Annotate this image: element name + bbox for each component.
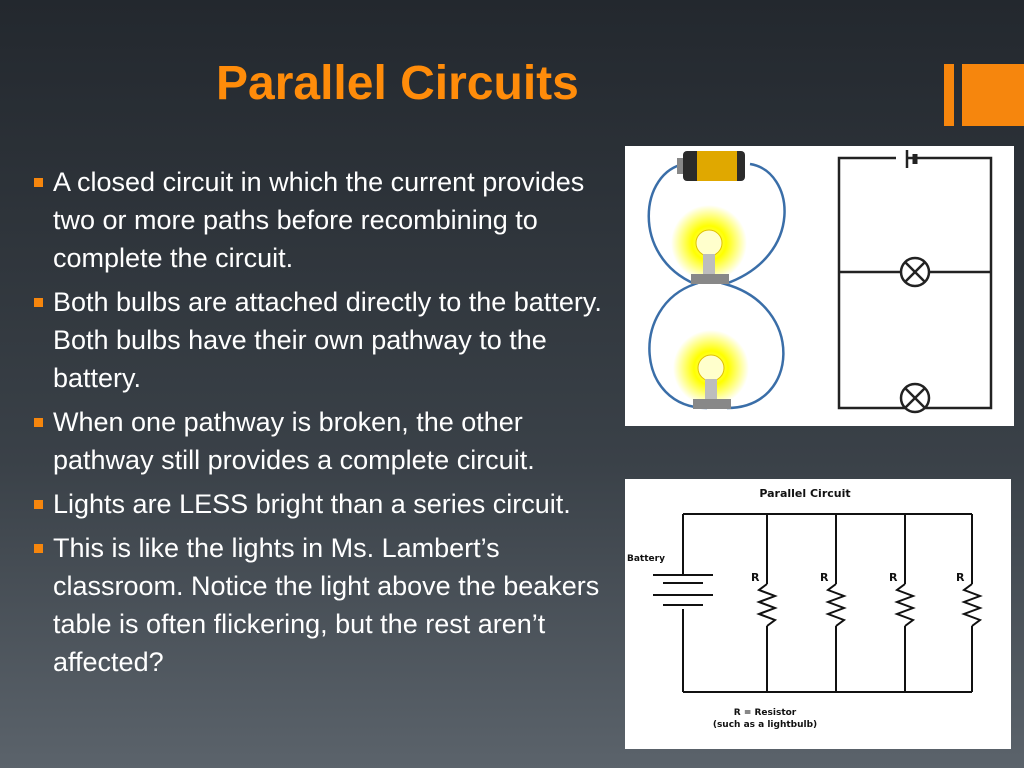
- bulb-circuit-illustration: [647, 148, 993, 414]
- accent-bar: [944, 64, 954, 126]
- slide-title: Parallel Circuits: [216, 57, 579, 110]
- resistor-circuit-image: Parallel Circuit Battery R: [625, 479, 1011, 749]
- battery-icon: [677, 151, 745, 181]
- legend-line-1: R = Resistor: [734, 708, 797, 718]
- bullet-list: A closed circuit in which the current pr…: [34, 163, 624, 687]
- bullet-text: Lights are LESS bright than a series cir…: [53, 489, 571, 519]
- bullet-square-icon: [34, 500, 43, 509]
- resistor-circuit-diagram: Parallel Circuit Battery R: [627, 487, 983, 730]
- resistor-label: R: [889, 571, 898, 584]
- lightbulb-icon: [673, 330, 749, 409]
- bullet-square-icon: [34, 544, 43, 553]
- bullet-text: When one pathway is broken, the other pa…: [53, 407, 535, 475]
- bullet-square-icon: [34, 418, 43, 427]
- bullet-text: This is like the lights in Ms. Lambert’s…: [53, 533, 600, 677]
- bullet-item: Both bulbs are attached directly to the …: [34, 283, 624, 397]
- lightbulb-icon: [671, 205, 747, 284]
- accent-block: [962, 64, 1024, 126]
- resistor-label: R: [956, 571, 965, 584]
- bullet-item: When one pathway is broken, the other pa…: [34, 403, 624, 479]
- legend-line-2: (such as a lightbulb): [713, 720, 817, 730]
- bullet-item: A closed circuit in which the current pr…: [34, 163, 624, 277]
- bullet-item: Lights are LESS bright than a series cir…: [34, 485, 624, 523]
- diagram-title: Parallel Circuit: [759, 487, 850, 500]
- bullet-square-icon: [34, 178, 43, 187]
- resistor-label: R: [820, 571, 829, 584]
- bullet-square-icon: [34, 298, 43, 307]
- resistor-label: R: [751, 571, 760, 584]
- bullet-item: This is like the lights in Ms. Lambert’s…: [34, 529, 624, 681]
- bullet-text: A closed circuit in which the current pr…: [53, 167, 585, 273]
- battery-label: Battery: [627, 554, 665, 564]
- bulb-circuit-image: [625, 146, 1014, 426]
- bullet-text: Both bulbs are attached directly to the …: [53, 287, 602, 393]
